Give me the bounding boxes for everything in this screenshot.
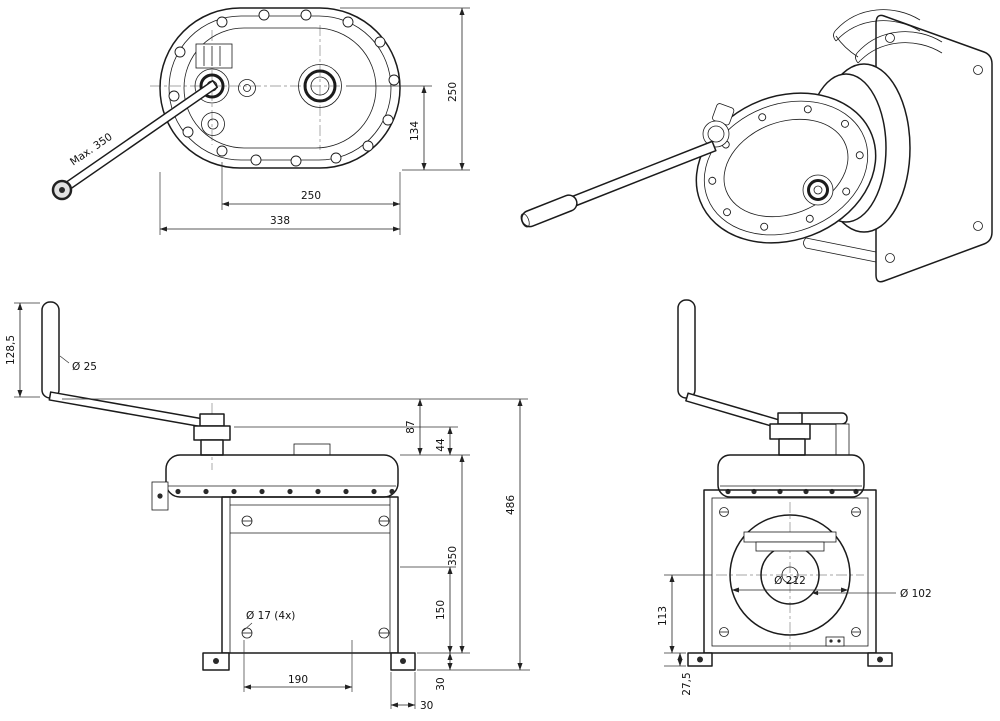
top-ratchet-housing [195, 43, 233, 69]
dim-label-height-134: 134 [409, 121, 421, 141]
side-screws [719, 507, 861, 637]
iso-carry-handle-tubes [833, 9, 943, 64]
dim-label-height-250: 250 [447, 82, 459, 102]
dim-label-128-5: 128,5 [5, 335, 17, 365]
dim-label-44: 44 [435, 438, 447, 452]
iso-mounting-plate [875, 14, 993, 283]
front-mounting-frame [202, 496, 416, 671]
dim-label-grip-dia: Ø 25 [72, 361, 97, 373]
front-top-port [293, 443, 331, 456]
iso-gear-housing [695, 92, 877, 244]
top-drum-bore [298, 64, 342, 108]
dim-label-27-5: 27,5 [681, 672, 693, 695]
dim-label-width-338: 338 [270, 215, 290, 227]
iso-drum-hub [802, 174, 834, 206]
side-cross-rod [794, 412, 848, 425]
front-crank-grip [41, 301, 60, 399]
dim-label-150: 150 [435, 600, 447, 620]
top-housing-outline [159, 7, 401, 169]
dim-label-87: 87 [405, 420, 417, 433]
view-front-group: 128,5 Ø 25 87 44 350 150 30 486 190 [5, 301, 530, 712]
side-frame-plate [687, 489, 893, 667]
dim-label-190: 190 [288, 674, 308, 686]
dim-label-drum-dia: Ø 212 [774, 575, 806, 587]
top-gear-hub [194, 68, 256, 136]
view-isometric-group [520, 9, 993, 283]
front-dimensions: 128,5 Ø 25 87 44 350 150 30 486 190 [5, 302, 530, 712]
dim-label-113: 113 [657, 606, 669, 626]
top-dimensions: 250 134 250 338 [159, 7, 470, 235]
iso-crank-handle [520, 140, 717, 228]
front-gear-housing [151, 454, 399, 511]
view-side-group: Ø 212 Ø 102 113 27,5 [657, 299, 932, 696]
side-ratchet-hub [769, 412, 850, 456]
dim-label-hub-dia: Ø 102 [900, 588, 932, 600]
top-flange-bolts [168, 9, 400, 167]
dim-label-width-250: 250 [301, 190, 321, 202]
side-drum-flange-circle [729, 514, 851, 636]
dim-label-30-bottom: 30 [420, 700, 433, 712]
side-crank-grip [677, 299, 696, 399]
front-screws [241, 515, 390, 639]
front-crank-arm [48, 391, 213, 430]
dim-label-486: 486 [505, 495, 517, 515]
top-crank-handle [59, 79, 219, 194]
view-top-group: Max. 350 250 134 250 338 [51, 7, 470, 235]
iso-input-ratchet [702, 103, 735, 148]
side-frame-tube [835, 423, 850, 456]
dim-label-holes: Ø 17 (4x) [246, 610, 295, 622]
side-dimensions: Ø 212 Ø 102 113 27,5 [657, 574, 932, 696]
dim-label-350: 350 [447, 546, 459, 566]
front-ratchet-hub [193, 413, 231, 456]
dim-label-30-right: 30 [435, 677, 447, 690]
